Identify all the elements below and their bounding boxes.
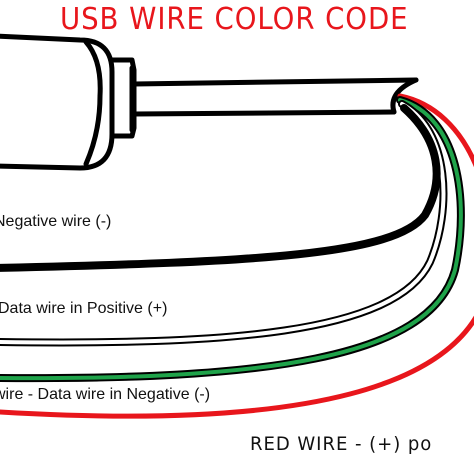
label-green-wire: wire - Data wire in Negative (-)	[0, 386, 211, 403]
connector-outline	[0, 33, 115, 171]
black-wire	[0, 104, 441, 272]
cable-sheath-top	[131, 77, 419, 87]
cable-sheath-end	[390, 77, 419, 115]
white-wire	[0, 102, 446, 345]
usb-connector	[0, 33, 419, 171]
connector-ridge	[83, 39, 103, 167]
label-red-wire: RED WIRE - (+) po	[250, 433, 433, 455]
label-black-wire: Negative wire (-)	[0, 213, 112, 230]
green-wire	[0, 98, 463, 381]
label-white-wire: Data wire in Positive (+)	[0, 300, 168, 317]
wires	[0, 93, 474, 419]
red-wire	[0, 93, 474, 419]
cable-sheath-bottom	[131, 109, 397, 117]
diagram-title: USB WIRE COLOR CODE	[60, 2, 409, 37]
